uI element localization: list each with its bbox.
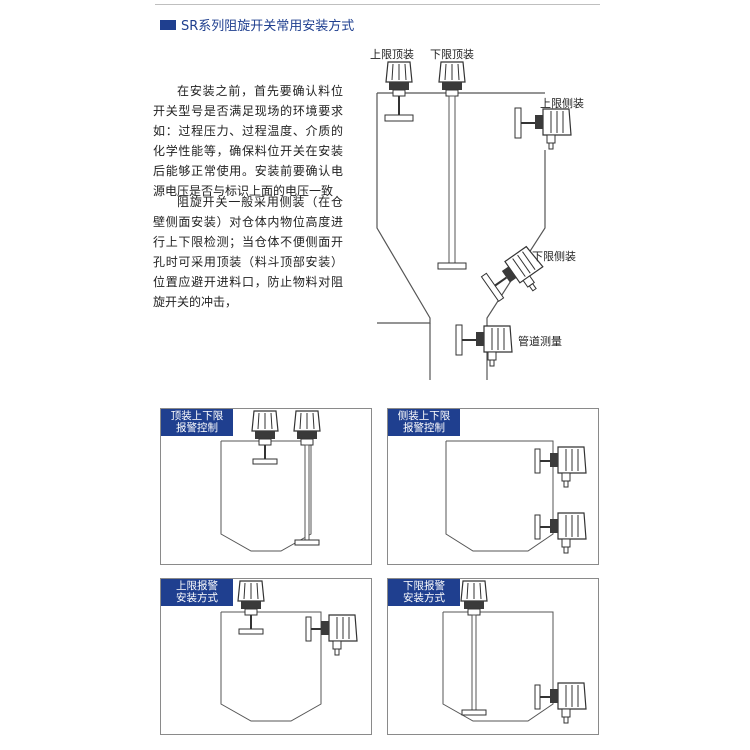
panel-side-mount-limits: 侧装上下限 报警控制 [387, 408, 599, 565]
intro-paragraph-2: 阻旋开关一般采用侧装（在仓壁侧面安装）对仓体内物位高度进行上下限检测；当仓体不便… [153, 195, 343, 309]
title-marker [160, 20, 176, 30]
pipe-switch [455, 324, 513, 367]
panel-diagram [445, 440, 587, 554]
upper-side-switch [514, 107, 572, 150]
upper-top-switch [384, 61, 414, 122]
panel-title: 侧装上下限 报警控制 [388, 409, 460, 436]
panel-title-line1: 侧装上下限 [397, 410, 451, 422]
page-title: SR系列阻旋开关常用安装方式 [181, 19, 355, 34]
panel-title: 下限报警 安装方式 [388, 579, 460, 606]
label-upper-top: 上限顶装 [370, 48, 414, 61]
panel-top-mount-limits: 顶装上下限 报警控制 [160, 408, 372, 565]
panel-title: 顶装上下限 报警控制 [161, 409, 233, 436]
label-upper-side: 上限侧装 [540, 97, 584, 110]
lower-side-switch [480, 244, 552, 303]
panel-diagram [220, 580, 358, 722]
top-divider [155, 4, 600, 5]
panel-title-line2: 报警控制 [403, 422, 445, 434]
panel-title-line2: 报警控制 [176, 422, 218, 434]
label-pipe: 管道测量 [518, 335, 562, 348]
panel-upper-limit-alarm: 上限报警 安装方式 [160, 578, 372, 735]
panel-title-line1: 下限报警 [403, 580, 445, 592]
panel-title-line1: 上限报警 [176, 580, 218, 592]
lower-top-switch [437, 61, 467, 270]
intro-paragraph-1: 在安装之前，首先要确认料位开关型号是否满足现场的环境要求如：过程压力、过程温度、… [153, 84, 343, 198]
panel-title-line2: 安装方式 [403, 592, 445, 604]
panel-diagram [442, 580, 587, 724]
label-lower-top: 下限顶装 [430, 48, 474, 61]
panel-lower-limit-alarm: 下限报警 安装方式 [387, 578, 599, 735]
panel-title-line1: 顶装上下限 [170, 410, 224, 422]
label-lower-side: 下限侧装 [532, 250, 576, 263]
panel-diagram [220, 410, 321, 552]
panel-title: 上限报警 安装方式 [161, 579, 233, 606]
main-installation-diagram [376, 61, 572, 380]
panel-title-line2: 安装方式 [176, 592, 218, 604]
